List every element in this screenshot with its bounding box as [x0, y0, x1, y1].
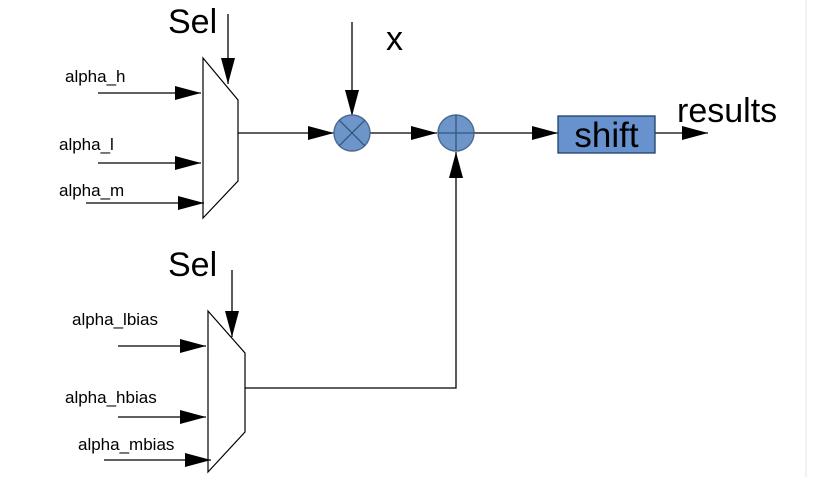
top-mux-select-label: Sel — [168, 3, 217, 41]
top-mux-body — [202, 56, 239, 220]
results-label: results — [677, 92, 777, 130]
bottom-mux-input-label-3: alpha_mbias — [78, 435, 174, 454]
top-mux-input-label-3: alpha_m — [59, 181, 124, 200]
top-mux: Sel alpha_h alpha_l alpha_m — [59, 3, 239, 220]
multiplier-input-label: x — [386, 20, 403, 58]
bottom-mux-to-adder-wire — [245, 152, 463, 389]
multiply-circle-icon — [333, 114, 371, 152]
shift-block: shift — [557, 115, 656, 155]
bottom-mux: Sel alpha_lbias alpha_hbias alpha_mbias — [65, 246, 246, 474]
shift-block-label: shift — [574, 116, 638, 155]
top-mux-input-label-2: alpha_l — [59, 135, 114, 154]
add-circle-icon — [437, 114, 475, 152]
bottom-mux-select-label: Sel — [168, 246, 217, 284]
bottom-mux-input-label-1: alpha_lbias — [72, 310, 158, 329]
bottom-mux-body — [207, 309, 246, 474]
shift-block-box — [557, 115, 656, 154]
top-mux-input-label-1: alpha_h — [65, 67, 126, 86]
bottom-mux-input-label-2: alpha_hbias — [65, 388, 157, 407]
